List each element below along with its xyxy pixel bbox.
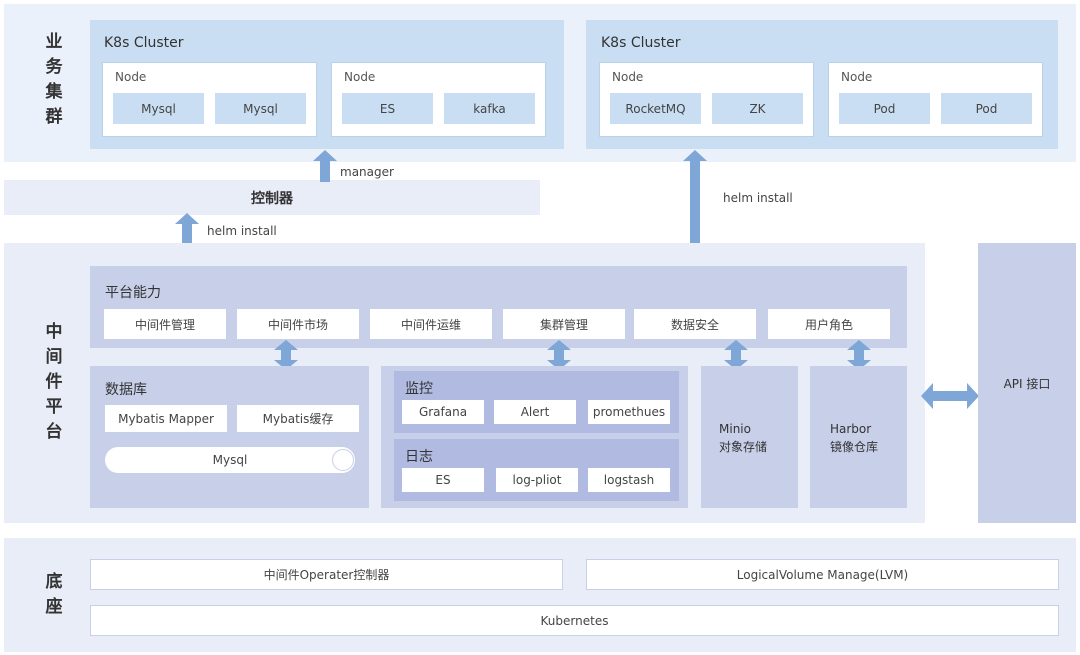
node-label: Node xyxy=(115,70,147,84)
cluster-title: K8s Cluster xyxy=(104,35,184,51)
service-chip: Pod xyxy=(941,93,1032,124)
monitor-chip: promethues xyxy=(588,400,670,424)
database-chip: Mybatis Mapper xyxy=(105,405,227,432)
minio-panel xyxy=(701,366,798,508)
arrow-label-manager: manager xyxy=(340,165,394,179)
capability-chip: 中间件运维 xyxy=(370,309,492,339)
mysql-toggle: Mysql xyxy=(105,447,355,473)
service-chip: Pod xyxy=(839,93,930,124)
section-label-base: 底座 xyxy=(45,572,63,617)
log-chip: logstash xyxy=(588,468,670,492)
harbor-panel xyxy=(810,366,907,508)
controller-bar: 控制器 xyxy=(4,180,540,215)
node-label: Node xyxy=(841,70,873,84)
harbor-label: Harbor 镜像仓库 xyxy=(830,422,879,454)
log-chip: ES xyxy=(402,468,484,492)
section-label-middleware: 中间件平台 xyxy=(45,322,63,442)
database-panel xyxy=(90,366,369,508)
up-arrow-icon xyxy=(313,150,337,182)
service-chip: ES xyxy=(342,93,433,124)
log-title: 日志 xyxy=(405,449,433,465)
bidirectional-arrow-icon xyxy=(547,340,571,370)
arrow-label-helm-install: helm install xyxy=(207,224,277,238)
capability-chip: 中间件市场 xyxy=(237,309,359,339)
lvm-box: LogicalVolume Manage(LVM) xyxy=(586,559,1059,590)
service-chip: ZK xyxy=(712,93,803,124)
bidirectional-arrow-icon xyxy=(274,340,298,370)
api-interface: API 接口 xyxy=(978,243,1076,523)
database-chip: Mybatis缓存 xyxy=(237,405,359,432)
bidirectional-arrow-icon xyxy=(724,340,748,370)
service-chip: Mysql xyxy=(113,93,204,124)
toggle-knob xyxy=(332,449,354,471)
service-chip: Mysql xyxy=(215,93,306,124)
node-label: Node xyxy=(612,70,644,84)
bidirectional-arrow-icon xyxy=(847,340,871,370)
monitor-chip: Grafana xyxy=(402,400,484,424)
service-chip: kafka xyxy=(444,93,535,124)
capability-chip: 用户角色 xyxy=(768,309,890,339)
capability-chip: 数据安全 xyxy=(634,309,756,339)
minio-label: Minio 对象存储 xyxy=(719,422,768,454)
capability-chip: 集群管理 xyxy=(503,309,625,339)
monitor-title: 监控 xyxy=(405,381,433,397)
operator-controller-box: 中间件Operater控制器 xyxy=(90,559,563,590)
kubernetes-box: Kubernetes xyxy=(90,605,1059,636)
capability-chip: 中间件管理 xyxy=(104,309,226,339)
arrow-label-helm-install: helm install xyxy=(723,191,793,205)
service-chip: RocketMQ xyxy=(610,93,701,124)
bidirectional-arrow-icon xyxy=(921,383,979,409)
section-label-business: 业务集群 xyxy=(45,32,63,127)
cluster-title: K8s Cluster xyxy=(601,35,681,51)
monitor-chip: Alert xyxy=(494,400,576,424)
node-label: Node xyxy=(344,70,376,84)
up-arrow-icon xyxy=(683,150,707,243)
mysql-label: Mysql xyxy=(212,453,248,467)
log-chip: log-pliot xyxy=(496,468,578,492)
platform-capability-title: 平台能力 xyxy=(105,285,161,301)
database-title: 数据库 xyxy=(105,382,147,398)
up-arrow-icon xyxy=(175,213,199,243)
